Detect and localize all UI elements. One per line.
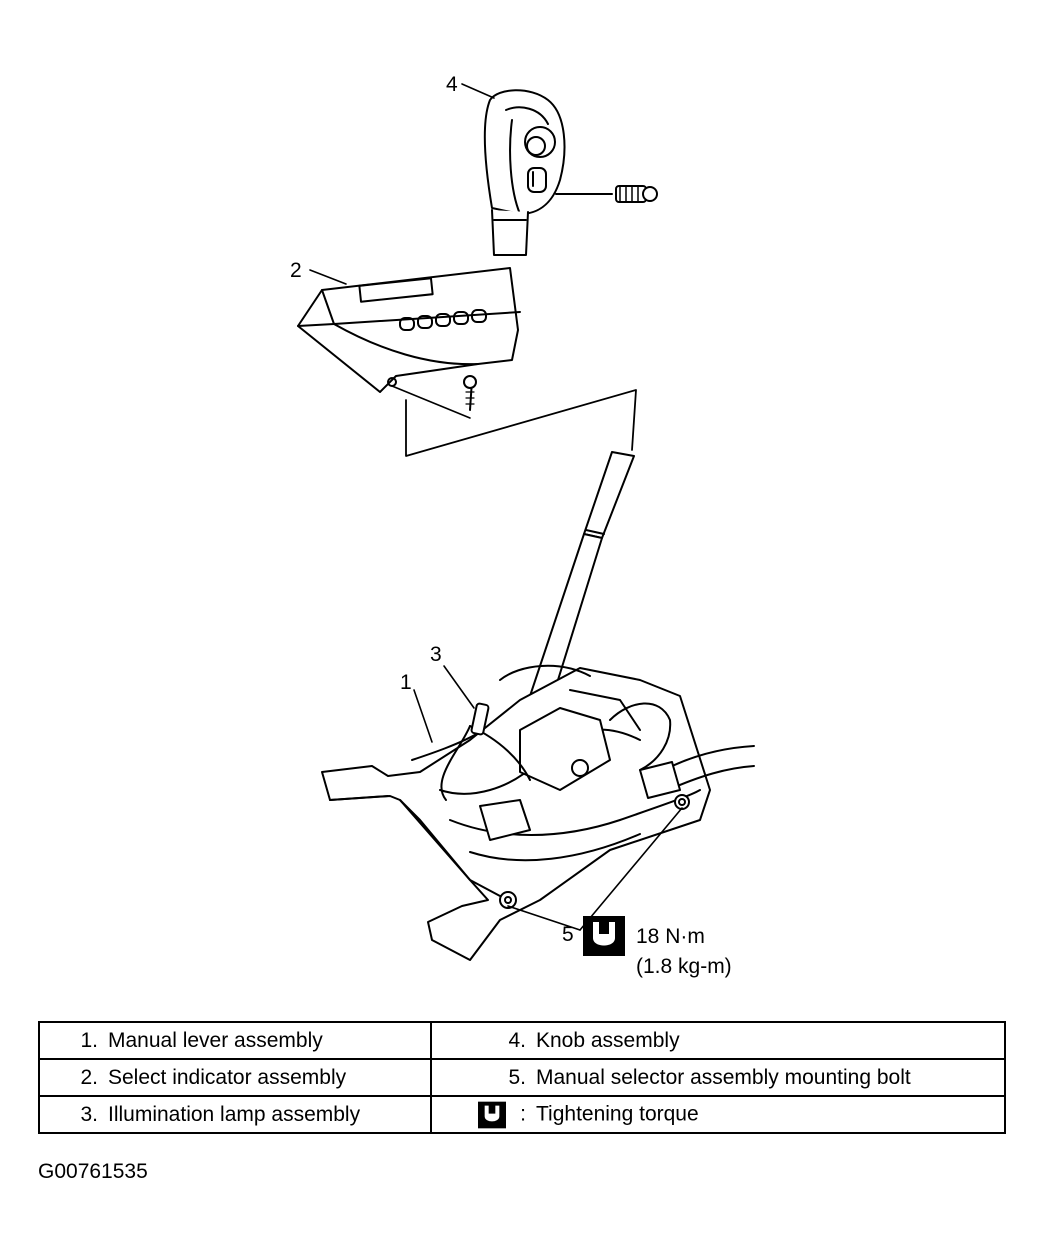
legend-number: 4. bbox=[508, 1028, 526, 1052]
torque-value-nm: 18 N·m bbox=[636, 925, 705, 948]
legend-cell: 5. Manual selector assembly mounting bolt bbox=[430, 1058, 1006, 1097]
legend-label: Tightening torque bbox=[536, 1102, 699, 1126]
callout-5: 5 bbox=[562, 923, 574, 946]
legend-cell: 2. Select indicator assembly bbox=[38, 1058, 432, 1097]
callout-4: 4 bbox=[446, 73, 458, 96]
legend-label: Select indicator assembly bbox=[108, 1065, 347, 1089]
legend-label: Manual selector assembly mounting bolt bbox=[536, 1065, 911, 1089]
legend-number: 5. bbox=[508, 1065, 526, 1089]
legend-row: 1. Manual lever assembly 4. Knob assembly bbox=[38, 1021, 1006, 1060]
select-indicator-assembly bbox=[297, 267, 637, 457]
legend-colon: : bbox=[520, 1102, 526, 1126]
legend-label: Knob assembly bbox=[536, 1028, 680, 1052]
legend-label: Manual lever assembly bbox=[108, 1028, 323, 1052]
legend-cell: 3. Illumination lamp assembly bbox=[38, 1095, 432, 1134]
knob-assembly bbox=[483, 89, 658, 256]
legend-row: 3. Illumination lamp assembly : Tightening… bbox=[38, 1095, 1006, 1134]
parts-legend-table: 1.Manual lever assembly 4.Knob assembly … bbox=[38, 1021, 1006, 1134]
figure-code: G00761535 bbox=[38, 1160, 148, 1183]
legend-cell: 4. Knob assembly bbox=[430, 1021, 1006, 1060]
legend-number: 1. bbox=[80, 1028, 98, 1052]
illumination-lamp bbox=[470, 702, 490, 736]
exploded-view-drawing bbox=[297, 83, 755, 961]
legend-row: 2. Select indicator assembly 5. Manual sel… bbox=[38, 1058, 1006, 1097]
legend-label: Illumination lamp assembly bbox=[108, 1102, 361, 1126]
callout-2: 2 bbox=[290, 259, 302, 282]
torque-wrench-icon bbox=[478, 1101, 507, 1128]
legend-number: 3. bbox=[80, 1102, 98, 1126]
legend-cell: : Tightening torque bbox=[430, 1095, 1006, 1134]
legend-torque-symbol: : bbox=[432, 1101, 536, 1129]
legend-number: 2. bbox=[80, 1065, 98, 1089]
callout-leaders bbox=[309, 83, 683, 931]
callout-1: 1 bbox=[400, 671, 412, 694]
manual-selector-base bbox=[321, 664, 755, 961]
callout-3: 3 bbox=[430, 643, 442, 666]
indicator-slots bbox=[399, 309, 487, 331]
legend-cell: 1. Manual lever assembly bbox=[38, 1021, 432, 1060]
torque-wrench-icon bbox=[583, 916, 625, 961]
torque-value-kgm: (1.8 kg-m) bbox=[636, 955, 732, 978]
